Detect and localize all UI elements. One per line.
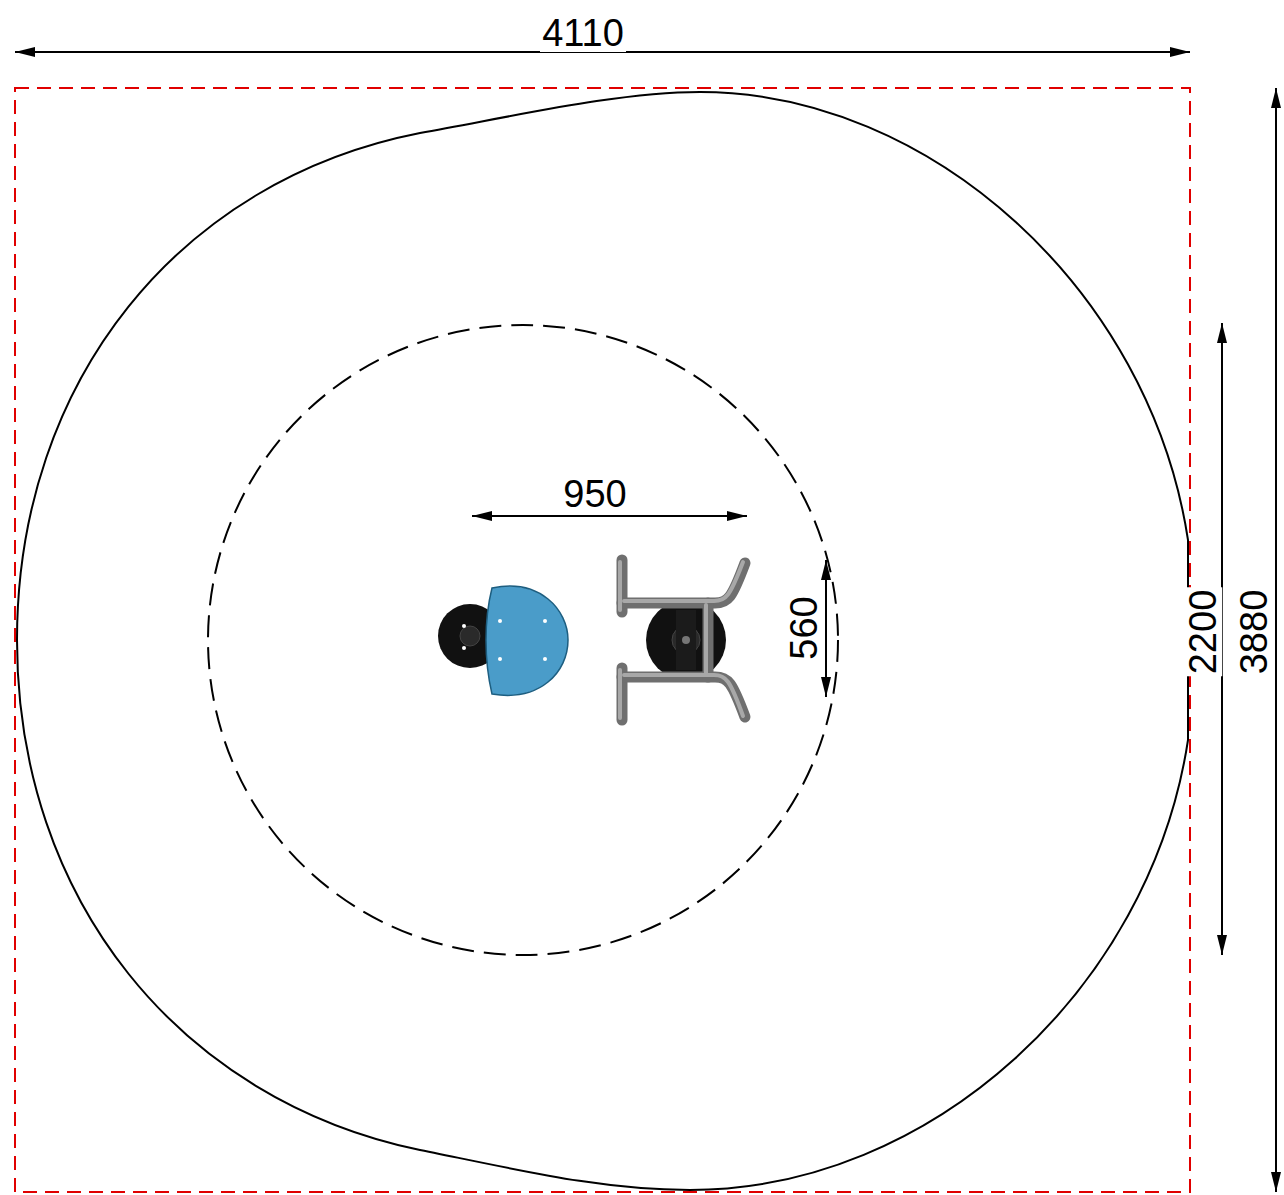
dimension-label: 560: [785, 594, 823, 661]
dimension-lines: [15, 52, 1276, 1192]
dimension-label: 3880: [1235, 588, 1273, 677]
dimension-label: 2200: [1184, 588, 1222, 677]
dimension-label: 950: [561, 475, 628, 513]
safety-zone: [17, 92, 1188, 1190]
movement-zone: [208, 325, 838, 955]
area-boundary: [15, 88, 1190, 1192]
handle-unit: [620, 560, 745, 720]
seat-unit: [438, 586, 568, 695]
dimension-label: 4110: [540, 14, 626, 52]
